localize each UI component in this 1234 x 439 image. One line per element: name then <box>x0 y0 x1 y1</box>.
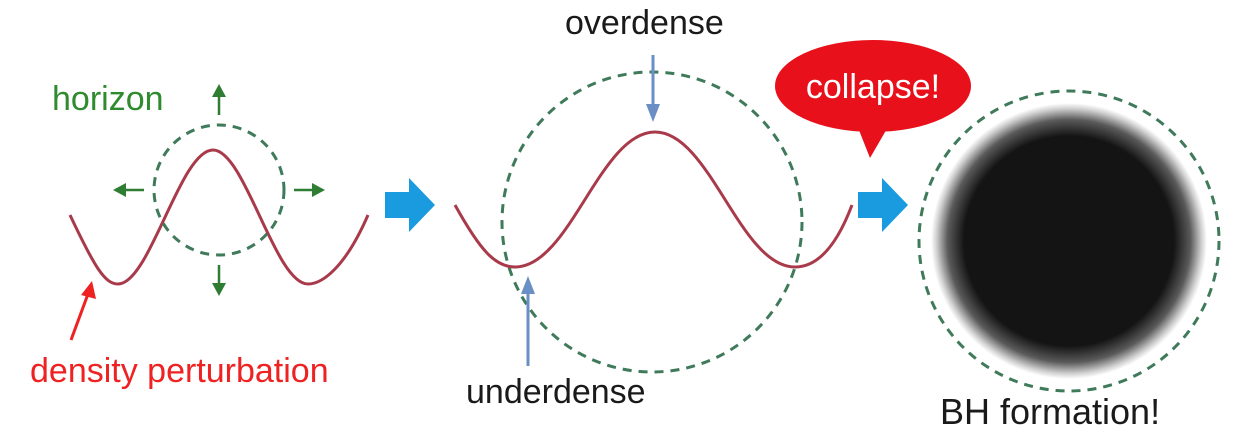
panel-initial: horizon density perturbation <box>30 80 370 390</box>
panel-black-hole: collapse! BH formation! <box>775 40 1221 432</box>
overdense-pointer-icon <box>646 55 660 122</box>
density-wave-2 <box>453 130 854 269</box>
density-perturbation-label: density perturbation <box>30 352 329 390</box>
underdense-label: underdense <box>466 373 646 411</box>
bh-formation-label: BH formation! <box>940 391 1160 432</box>
arrow-up-icon <box>212 84 226 115</box>
horizon-circle-small <box>152 123 286 257</box>
arrow-down-icon <box>212 265 226 296</box>
expansion-arrows <box>113 84 325 296</box>
process-arrow-2-icon <box>858 178 908 232</box>
process-arrow-1-icon <box>385 178 435 232</box>
panel-horizon-entry: overdense underdense <box>453 4 854 411</box>
arrow-right-icon <box>294 183 325 197</box>
horizon-circle-bh <box>917 89 1221 393</box>
arrow-left-icon <box>113 183 144 197</box>
collapse-label: collapse! <box>806 68 940 106</box>
black-hole <box>931 103 1207 379</box>
collapse-bubble <box>775 40 971 158</box>
overdense-label: overdense <box>565 4 724 42</box>
underdense-pointer-icon <box>521 276 535 366</box>
density-pointer-icon <box>69 281 96 341</box>
density-wave-1 <box>68 148 370 286</box>
horizon-label: horizon <box>52 80 164 118</box>
